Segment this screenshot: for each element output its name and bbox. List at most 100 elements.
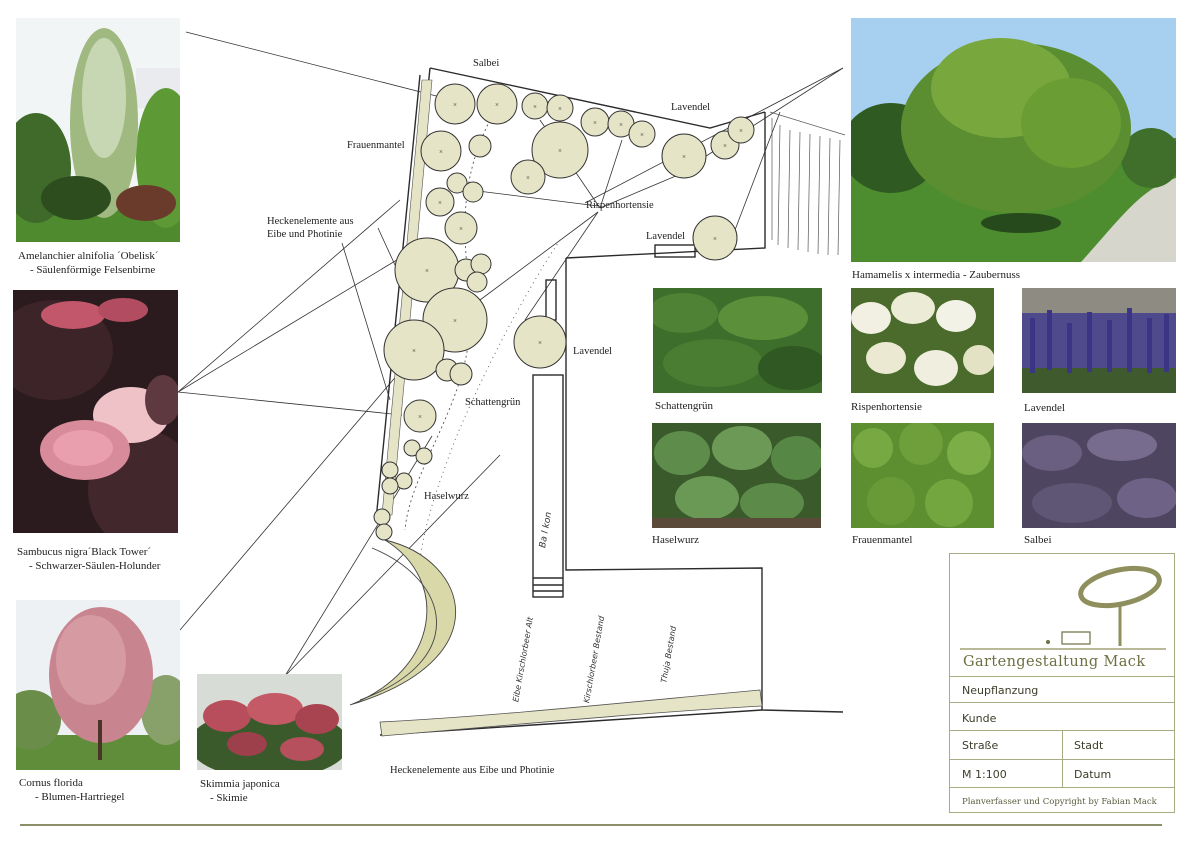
caption-lavendel: Lavendel	[1024, 402, 1065, 414]
bottom-rule	[20, 824, 1162, 826]
city-field: Stadt	[1074, 739, 1104, 752]
shrub-center-mark: ×	[713, 235, 717, 243]
shrub-center-mark: ×	[526, 174, 530, 182]
shrub-symbol	[415, 447, 433, 465]
shrub-center-mark: ×	[453, 101, 457, 109]
label-hecke-1: Heckenelemente aus	[267, 216, 354, 227]
photo-hamamelis	[851, 18, 1176, 262]
photo-haselwurz	[652, 423, 821, 528]
scale-field: M 1:100	[962, 768, 1007, 781]
leader-lines	[177, 31, 844, 677]
shrub-symbol	[628, 120, 656, 148]
shrub-center-mark: ×	[533, 103, 537, 111]
shrub-center-mark: ×	[640, 131, 644, 139]
caption-haselwurz: Haselwurz	[652, 534, 700, 546]
lawn-crescent-edge	[359, 547, 437, 701]
shrub-symbol	[692, 215, 738, 261]
street-field: Straße	[962, 739, 999, 752]
photo-amelanchier	[16, 18, 180, 242]
shrub-symbol	[476, 83, 518, 125]
caption-amelanchier-1: Amelanchier alnifolia ´Obelisk´	[18, 250, 159, 262]
label-lavendel-round: Lavendel	[573, 346, 613, 357]
shrub-center-mark: ×	[558, 147, 562, 155]
title-block: Gartengestaltung Mack Neupflanzung Kunde…	[949, 553, 1175, 813]
photo-schattengruen	[653, 288, 822, 393]
shrub-center-mark: ×	[723, 142, 727, 150]
frauenmantel-image	[851, 423, 994, 528]
caption-frauenmantel: Frauenmantel	[852, 534, 913, 546]
shrub-symbol	[468, 134, 492, 158]
schattengruen-image	[653, 288, 822, 393]
shrub-symbols: ×××××××××××××××××××××	[373, 83, 755, 541]
shrub-center-mark: ×	[495, 101, 499, 109]
caption-skimmia-1: Skimmia japonica	[200, 778, 280, 790]
shrub-symbol	[470, 253, 492, 275]
photo-cornus	[16, 600, 180, 770]
shrub-symbol	[449, 362, 473, 386]
shrub-center-mark: ×	[593, 119, 597, 127]
caption-cornus-1: Cornus florida	[19, 777, 83, 789]
amelanchier-image	[16, 18, 180, 242]
shrub-center-mark: ×	[739, 127, 743, 135]
shrub-symbol	[425, 187, 455, 217]
caption-sambucus-1: Sambucus nigra´Black Tower´	[17, 546, 152, 558]
shrub-center-mark: ×	[438, 199, 442, 207]
photo-lavendel	[1022, 288, 1176, 393]
caption-rispenhortensie: Rispenhortensie	[851, 401, 922, 413]
date-field: Datum	[1074, 768, 1112, 781]
hamamelis-image	[851, 18, 1176, 262]
caption-salbei: Salbei	[1024, 534, 1052, 546]
caption-amelanchier-2: - Säulenförmige Felsenbirne	[30, 264, 156, 276]
brand-name: Gartengestaltung Mack	[963, 654, 1146, 670]
shrub-center-mark: ×	[619, 121, 623, 129]
shrub-center-mark: ×	[558, 105, 562, 113]
caption-hamamelis: Hamamelis x intermedia - Zaubernuss	[852, 269, 1021, 281]
shrub-symbol	[420, 130, 462, 172]
shrub-symbol	[381, 477, 399, 495]
shrub-symbol	[510, 159, 546, 195]
shrub-symbol	[381, 461, 399, 479]
caption-sambucus-2: - Schwarzer-Säulen-Holunder	[29, 560, 161, 572]
hedge-bottom	[379, 689, 763, 737]
shrub-symbol	[373, 508, 391, 526]
shrub-symbol	[403, 439, 421, 457]
photo-rispenhortensie	[851, 288, 994, 393]
salbei-image	[1022, 423, 1176, 528]
label-frauenmantel: Frauenmantel	[347, 140, 405, 151]
caption-cornus-2: - Blumen-Hartriegel	[35, 791, 125, 803]
rispenhortensie-image	[851, 288, 994, 393]
shrub-center-mark: ×	[412, 347, 416, 355]
shrub-center-mark: ×	[453, 317, 457, 325]
shrub-symbol	[513, 315, 567, 369]
fence-hatch	[769, 111, 846, 256]
label-lavendel-mid: Lavendel	[646, 231, 686, 242]
label-haselwurz: Haselwurz	[424, 491, 469, 502]
photo-sambucus	[13, 290, 178, 533]
label-lavendel-top: Lavendel	[671, 102, 711, 113]
sambucus-image	[13, 290, 178, 533]
skimmia-image	[197, 674, 342, 770]
shrub-symbol	[462, 181, 484, 203]
label-hecke-bottom: Heckenelemente aus Eibe und Photinie	[390, 765, 555, 776]
shrub-center-mark: ×	[459, 225, 463, 233]
shrub-symbol	[546, 94, 574, 122]
lawn-crescent	[349, 539, 456, 706]
photo-skimmia	[197, 674, 342, 770]
shrub-symbol	[403, 399, 437, 433]
copyright-note: Planverfasser und Copyright by Fabian Ma…	[962, 797, 1157, 807]
shrub-symbol	[444, 211, 478, 245]
shrub-symbol	[434, 83, 476, 125]
label-rispenhortensie: Rispenhortensie	[586, 200, 654, 211]
shrub-symbol	[375, 523, 393, 541]
shrub-symbol	[383, 319, 445, 381]
shrub-symbol	[727, 116, 755, 144]
caption-skimmia-2: - Skimie	[210, 792, 248, 804]
cornus-image	[16, 600, 180, 770]
brand-logo-icon	[960, 565, 1166, 650]
photo-salbei	[1022, 423, 1176, 528]
shrub-symbol	[446, 172, 468, 194]
label-schattengruen: Schattengrün	[465, 397, 521, 408]
shrub-center-mark: ×	[418, 413, 422, 421]
label-salbei: Salbei	[473, 58, 500, 69]
